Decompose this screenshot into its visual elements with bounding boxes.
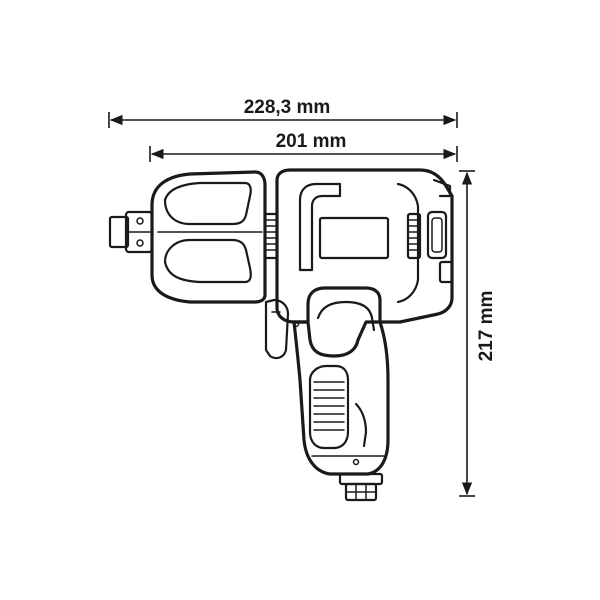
overall-length-dimension: 228,3 mm [108, 97, 458, 128]
height-label: 217 mm [476, 291, 497, 362]
body-length-dimension: 201 mm [149, 131, 458, 162]
knurled-ring [263, 212, 279, 260]
motor-housing [275, 168, 454, 324]
body-length-label: 201 mm [276, 131, 347, 152]
impact-wrench [108, 168, 454, 502]
hammer-case [150, 170, 267, 304]
overall-length-label: 228,3 mm [244, 97, 331, 118]
label-plate [318, 216, 390, 260]
direction-switch [426, 210, 454, 284]
pistol-grip [292, 300, 390, 476]
rear-knurled-ring [406, 212, 422, 260]
air-inlet-fitting [338, 472, 384, 502]
square-drive-anvil [108, 210, 154, 254]
height-dimension: 217 mm [459, 170, 497, 497]
grip-pad [308, 364, 350, 450]
